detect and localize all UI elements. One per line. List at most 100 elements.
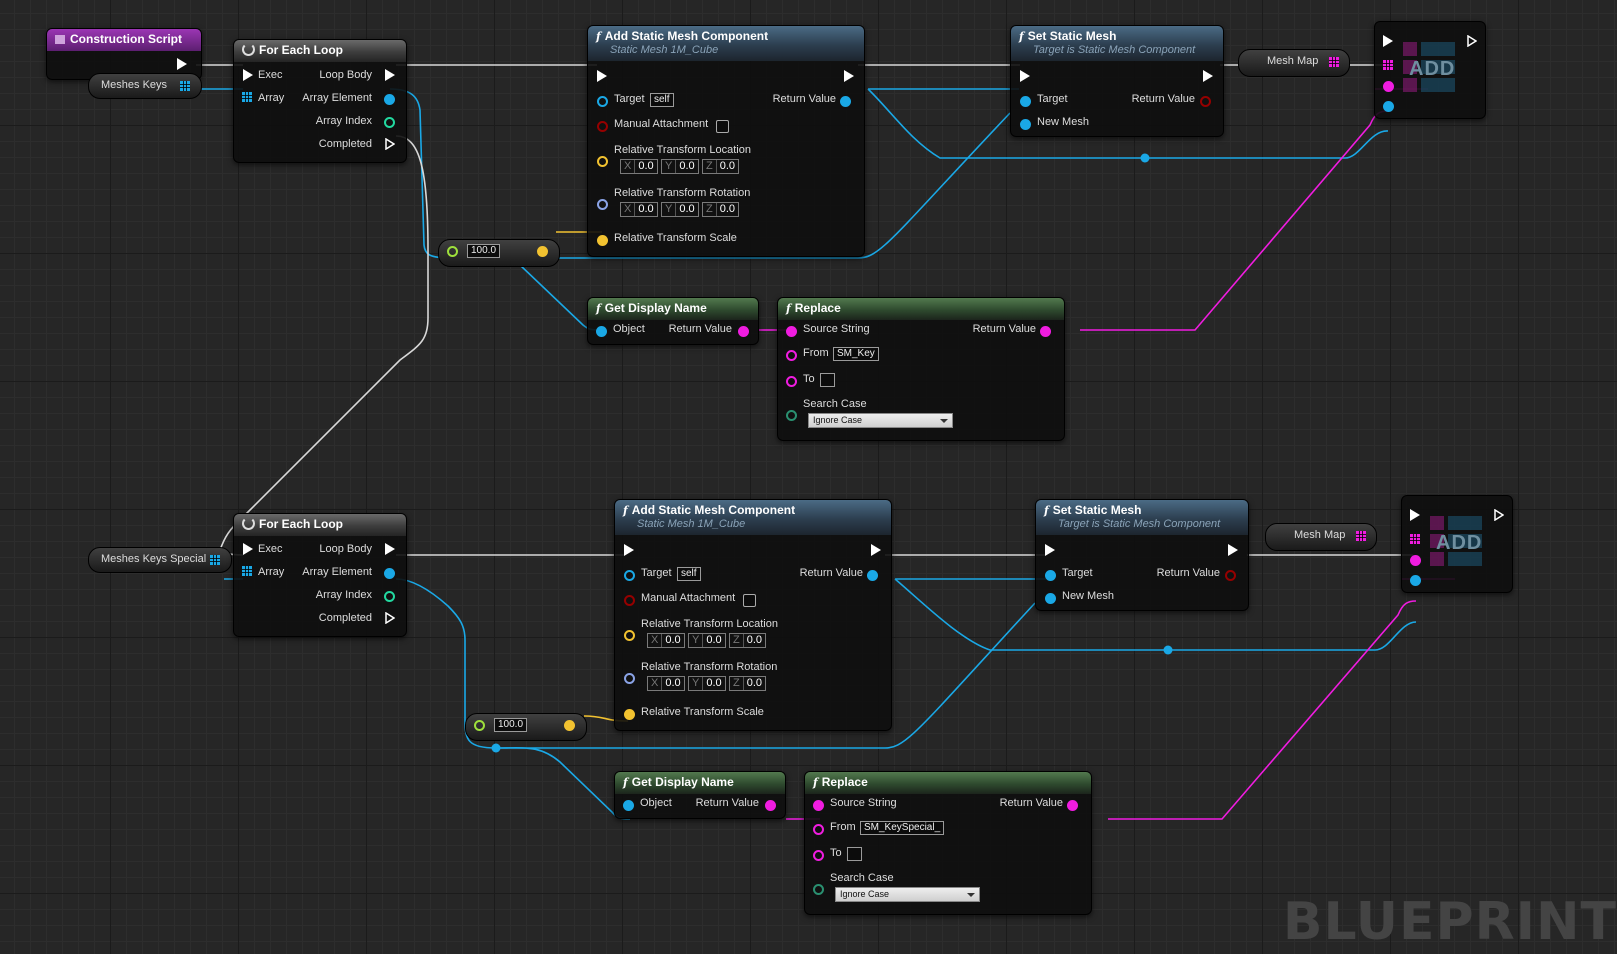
exec-in-pin[interactable] [597, 70, 607, 82]
scale-pin[interactable] [597, 235, 608, 246]
for-each-loop-node[interactable]: For Each Loop Exec Array Loop Body Array… [233, 39, 407, 163]
map-pin[interactable] [1356, 531, 1366, 541]
target-pin[interactable] [1045, 570, 1056, 581]
element-wire[interactable] [395, 578, 497, 749]
target-self-field[interactable]: self [650, 93, 674, 107]
exec-out-pin[interactable] [1467, 35, 1477, 47]
array-element-pin[interactable] [384, 94, 395, 105]
array-index-pin[interactable] [384, 591, 395, 602]
target-pin[interactable] [597, 96, 608, 107]
object-wire[interactable] [495, 747, 631, 820]
to-field[interactable] [820, 373, 835, 387]
map-add-node[interactable]: ADD [1401, 495, 1513, 593]
search-case-dropdown[interactable]: Ignore Case [835, 887, 980, 902]
location-pin[interactable] [624, 630, 635, 641]
to-field[interactable] [847, 847, 862, 861]
loop-body-pin[interactable] [385, 543, 395, 555]
target-pin[interactable] [624, 570, 635, 581]
new-mesh-pin[interactable] [1045, 593, 1056, 604]
reroute-knot[interactable] [491, 743, 501, 753]
search-case-dropdown[interactable]: Ignore Case [808, 413, 953, 428]
key-wire[interactable] [1080, 110, 1389, 331]
key-input-pin[interactable] [1383, 81, 1394, 92]
scale-input-pin[interactable] [447, 246, 458, 257]
exec-out-pin[interactable] [871, 544, 881, 556]
array-index-pin[interactable] [384, 117, 395, 128]
source-string-pin[interactable] [786, 326, 797, 337]
array-grid-icon[interactable] [210, 555, 220, 565]
object-pin[interactable] [623, 800, 634, 811]
return-value-pin[interactable] [1225, 570, 1236, 581]
return-value-pin[interactable] [867, 570, 878, 581]
from-pin[interactable] [813, 824, 824, 835]
scale-value-field[interactable]: 100.0 [494, 718, 528, 732]
loop-body-pin[interactable] [385, 69, 395, 81]
from-field[interactable]: SM_KeySpecial_ [860, 821, 945, 835]
manual-attachment-pin[interactable] [597, 121, 608, 132]
completed-exec-wire[interactable] [220, 135, 429, 556]
exec-out-pin[interactable] [1203, 70, 1213, 82]
then-exec-pin[interactable] [177, 58, 187, 70]
exec-in-pin[interactable] [1410, 509, 1420, 521]
search-case-pin[interactable] [813, 884, 824, 895]
return-value-pin[interactable] [1040, 326, 1051, 337]
source-string-pin[interactable] [813, 800, 824, 811]
array-variable-node[interactable]: Meshes Keys [88, 73, 202, 99]
location-pin[interactable] [597, 156, 608, 167]
key-wire[interactable] [1108, 600, 1417, 820]
exec-in-pin[interactable] [243, 69, 253, 81]
manual-attachment-checkbox[interactable] [743, 594, 756, 607]
rotation-pin[interactable] [624, 673, 635, 684]
exec-in-pin[interactable] [624, 544, 634, 556]
array-grid-icon[interactable] [180, 81, 190, 91]
exec-out-pin[interactable] [844, 70, 854, 82]
exec-out-pin[interactable] [1494, 509, 1504, 521]
value-wire[interactable] [867, 88, 1389, 159]
scale-pin[interactable] [624, 709, 635, 720]
map-input-pin[interactable] [1410, 534, 1420, 544]
scale-value-field[interactable]: 100.0 [467, 244, 501, 258]
map-input-pin[interactable] [1383, 60, 1393, 70]
scale-value-node[interactable]: 100.0 [438, 239, 560, 267]
for-each-loop-node[interactable]: For Each Loop Exec Array Loop Body Array… [233, 513, 407, 637]
scale-output-pin[interactable] [537, 246, 548, 257]
value-input-pin[interactable] [1410, 575, 1421, 586]
rotation-pin[interactable] [597, 199, 608, 210]
to-pin[interactable] [786, 376, 797, 387]
manual-attachment-pin[interactable] [624, 595, 635, 606]
exec-in-pin[interactable] [1020, 70, 1030, 82]
scale-input-pin[interactable] [474, 720, 485, 731]
array-variable-node[interactable]: Meshes Keys Special [88, 547, 232, 573]
array-pin[interactable] [242, 566, 252, 576]
map-pin[interactable] [1329, 57, 1339, 67]
return-value-pin[interactable] [765, 800, 776, 811]
new-mesh-wire[interactable] [496, 602, 1036, 749]
array-pin[interactable] [242, 92, 252, 102]
reroute-knot[interactable] [1140, 153, 1150, 163]
search-case-pin[interactable] [786, 410, 797, 421]
return-value-pin[interactable] [1200, 96, 1211, 107]
reroute-knot[interactable] [1163, 645, 1173, 655]
return-value-pin[interactable] [840, 96, 851, 107]
from-pin[interactable] [786, 350, 797, 361]
exec-in-pin[interactable] [243, 543, 253, 555]
